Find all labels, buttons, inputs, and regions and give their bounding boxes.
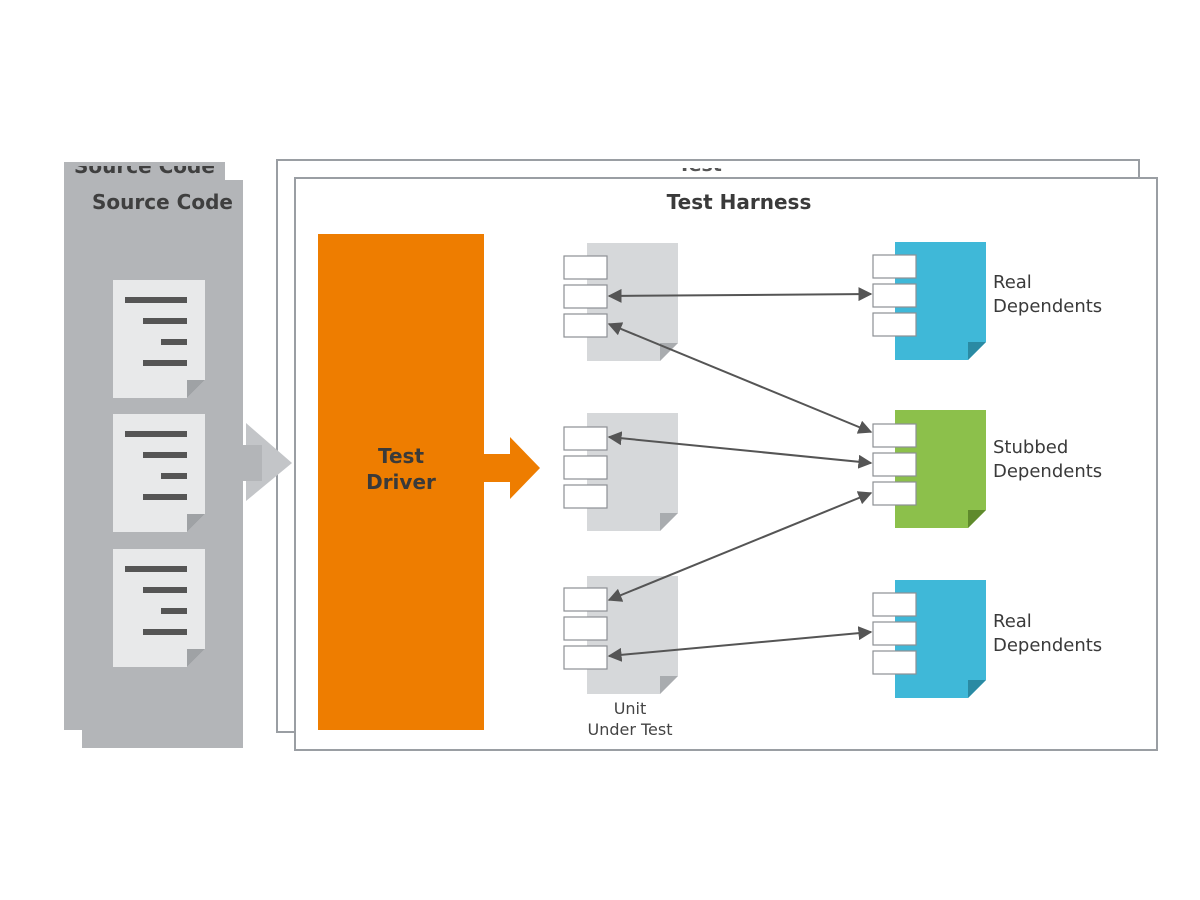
source-code-back-title: Source Code [74, 166, 215, 178]
unit-under-test-module-1 [563, 243, 678, 361]
driver-to-unit-arrow [484, 437, 540, 499]
stubbed-dependents-label: Stubbed Dependents [993, 437, 1103, 482]
connector-unit1-stub [607, 322, 873, 434]
stubbed-dependents-module [872, 410, 986, 528]
real-dependents-module-2 [872, 580, 986, 698]
test-harness-title: Test Harness [666, 190, 812, 214]
source-file-icon-1 [113, 280, 205, 398]
real-dependents-module-1 [872, 242, 986, 360]
test-driver-block [318, 234, 484, 730]
real-dependents-label-1: Real Dependents [993, 272, 1103, 317]
unit-under-test-module-3 [563, 576, 678, 694]
connector-unit3-real2 [607, 626, 873, 662]
unit-under-test-label: Unit Under Test [587, 699, 673, 739]
connector-unit3-stub [607, 491, 873, 602]
connector-unit1-real1 [607, 287, 873, 303]
source-file-icon-2 [113, 414, 205, 532]
connector-unit2-stub [607, 431, 873, 469]
source-to-harness-arrow [240, 423, 292, 501]
unit-under-test-module-2 [563, 413, 678, 531]
source-file-icon-3 [113, 549, 205, 667]
test-driver-label: Test Driver [366, 444, 436, 494]
source-code-title: Source Code [92, 190, 233, 214]
real-dependents-label-2: Real Dependents [993, 611, 1103, 656]
